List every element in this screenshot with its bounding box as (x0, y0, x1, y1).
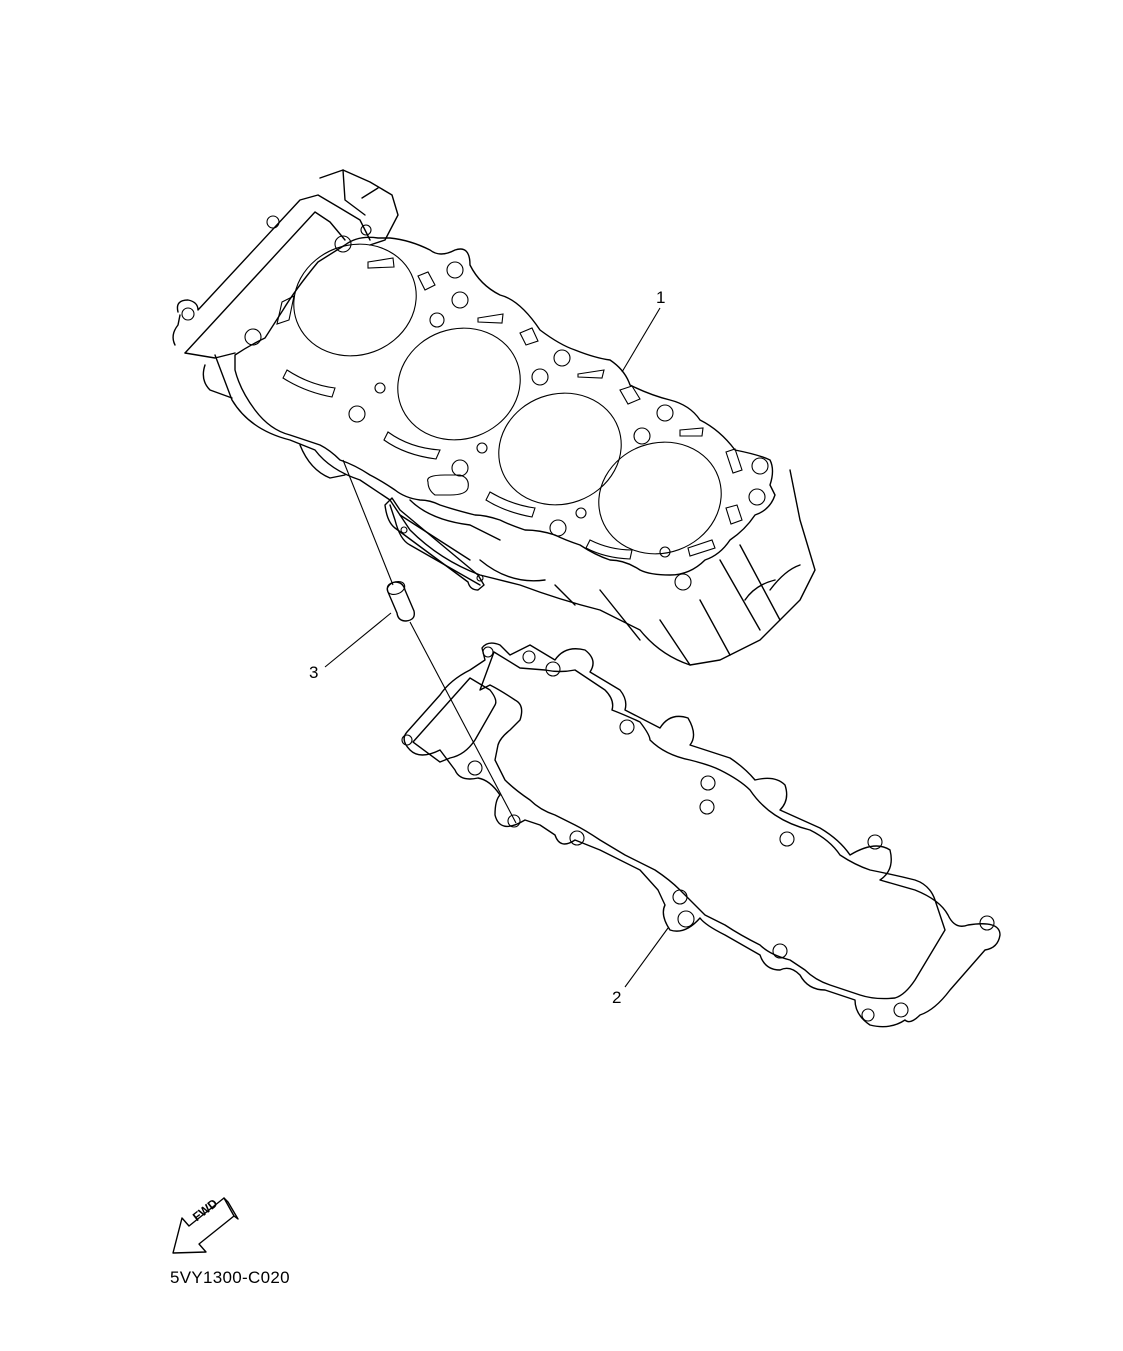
callout-1: 1 (656, 288, 666, 307)
callout-2: 2 (612, 988, 622, 1007)
cylinder-gasket-drawing (401, 642, 1001, 1028)
forward-arrow-icon (172, 1197, 239, 1254)
drawing-code: 5VY1300-C020 (170, 1268, 290, 1287)
callout-3: 3 (309, 663, 319, 682)
leader-line-1 (621, 307, 661, 373)
dowel-pin-drawing (386, 581, 416, 622)
alignment-line (409, 621, 517, 824)
alignment-line (342, 459, 394, 586)
cylinder-block-drawing (172, 169, 816, 666)
leader-line-3 (324, 612, 392, 668)
leader-line-2 (624, 927, 669, 988)
